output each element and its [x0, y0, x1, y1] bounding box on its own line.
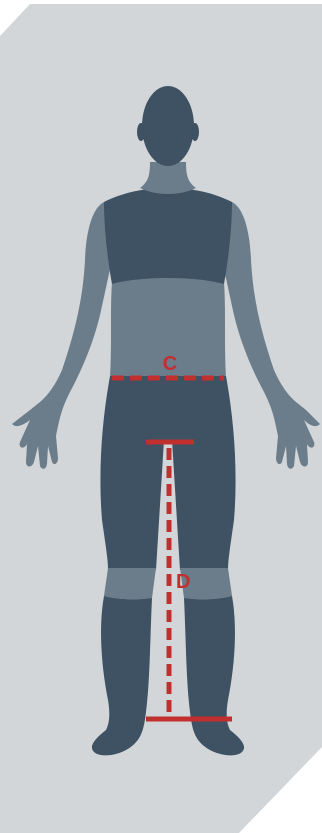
head	[142, 86, 194, 166]
inseam-label: D	[176, 571, 190, 593]
waist-label: C	[163, 353, 177, 375]
left-ear	[137, 123, 145, 141]
left-knee	[104, 568, 156, 599]
upper-torso	[104, 188, 232, 284]
right-ear	[191, 123, 199, 141]
